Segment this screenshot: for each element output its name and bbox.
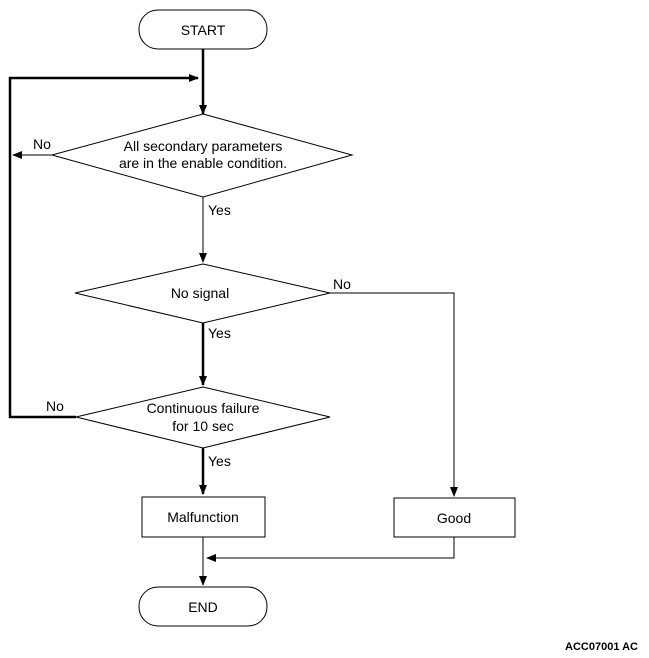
end-label: END [188, 599, 218, 615]
params-no-label: No [33, 136, 51, 152]
good-merge-connector [206, 537, 455, 562]
good-label: Good [437, 510, 471, 526]
signal-no-label: No [333, 276, 351, 292]
decision-continuous-failure: Continuous failure for 10 sec [75, 386, 331, 449]
loop-back-connector [8, 74, 199, 419]
decision-secondary-parameters-line-2: are in the enable condition. [119, 155, 287, 171]
good-box: Good [393, 497, 516, 538]
decision-continuous-failure-line-1: Continuous failure [147, 400, 260, 416]
decision-secondary-parameters: All secondary parameters are in the enab… [50, 113, 354, 198]
params-yes-label: Yes [208, 202, 231, 218]
start-node: START [138, 9, 268, 50]
signal-no-connector [330, 292, 458, 497]
decision-continuous-failure-line-2: for 10 sec [172, 418, 233, 434]
decision-secondary-parameters-line-1: All secondary parameters [124, 138, 283, 154]
end-node: END [138, 586, 268, 627]
failure-yes-label: Yes [208, 453, 231, 469]
signal-yes-label: Yes [208, 325, 231, 341]
start-label: START [181, 22, 226, 38]
decision-no-signal: No signal [74, 263, 331, 324]
failure-no-label: No [46, 398, 64, 414]
malfunction-label: Malfunction [167, 509, 239, 525]
figure-code: ACC07001 AC [565, 641, 638, 653]
malfunction-box: Malfunction [141, 496, 266, 538]
decision-no-signal-label: No signal [171, 285, 229, 301]
